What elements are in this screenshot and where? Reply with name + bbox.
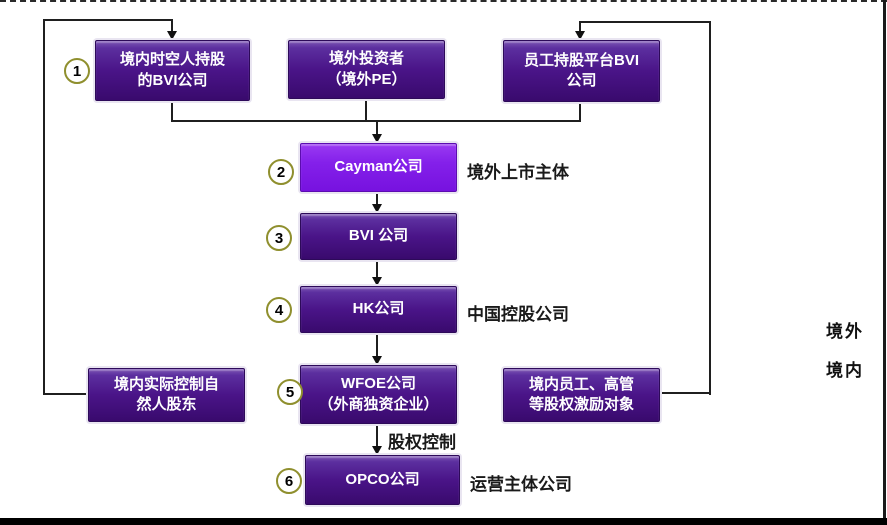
node-cayman: Cayman公司 bbox=[300, 143, 457, 192]
step-circle-5: 5 bbox=[277, 379, 303, 405]
slide-bottom-bar bbox=[0, 518, 887, 525]
connector-wfoe-opco bbox=[376, 422, 378, 448]
step-circle-4: 4 bbox=[266, 297, 292, 323]
connector-hk-wfoe bbox=[376, 331, 378, 358]
arrowhead-into-opco bbox=[372, 446, 382, 455]
node-opco-label: OPCO公司 bbox=[345, 470, 420, 488]
step-circle-3: 3 bbox=[266, 225, 292, 251]
offshore-region-label: 境外 bbox=[826, 322, 864, 341]
node-bvi-label: BVI 公司 bbox=[348, 227, 409, 245]
node-wfoe: WFOE公司 （外商独资企业） bbox=[300, 365, 457, 424]
arrowhead-into-esop-bvi bbox=[575, 31, 585, 40]
node-cayman-label: Cayman公司 bbox=[334, 158, 423, 176]
opco-annotation: 运营主体公司 bbox=[470, 475, 572, 494]
hk-annotation: 中国控股公司 bbox=[467, 305, 569, 324]
node-bvi: BVI 公司 bbox=[300, 213, 457, 260]
connector-bus-to-cayman bbox=[376, 120, 378, 136]
connector-bvi-hk bbox=[376, 258, 378, 279]
step-circle-1: 1 bbox=[64, 58, 90, 84]
node-esop-bvi-label: 员工持股平台BVI 公司 bbox=[523, 51, 639, 89]
connector-left-loop-drop bbox=[171, 19, 173, 35]
node-opco: OPCO公司 bbox=[305, 455, 460, 505]
connector-box1-to-bus bbox=[171, 99, 173, 122]
node-hk-label: HK公司 bbox=[352, 300, 405, 318]
connector-left-loop-vertical bbox=[43, 19, 45, 395]
connector-right-loop-top bbox=[580, 21, 711, 23]
arrowhead-into-wfoe bbox=[372, 356, 382, 365]
node-wfoe-label: WFOE公司 （外商独资企业） bbox=[318, 375, 439, 413]
step-circle-2: 2 bbox=[268, 159, 294, 185]
onshore-region-label: 境内 bbox=[826, 361, 864, 380]
node-domestic-controller: 境内实际控制自 然人股东 bbox=[88, 368, 245, 422]
node-offshore-investors-label: 境外投资者 （境外PE） bbox=[326, 50, 407, 88]
node-domestic-bvi-holdco-label: 境内时空人持股 的BVI公司 bbox=[119, 51, 225, 89]
equity-control-label: 股权控制 bbox=[388, 433, 456, 452]
connector-right-loop-bottom bbox=[658, 392, 711, 394]
connector-right-loop-drop bbox=[579, 21, 581, 35]
connector-right-loop-vertical bbox=[709, 21, 711, 395]
node-domestic-employees-label: 境内员工、高管 等股权激励对象 bbox=[528, 375, 634, 413]
connector-box3-to-bus bbox=[579, 100, 581, 122]
node-esop-bvi: 员工持股平台BVI 公司 bbox=[503, 40, 660, 102]
node-offshore-investors: 境外投资者 （境外PE） bbox=[288, 40, 445, 99]
connector-left-loop-top bbox=[43, 19, 173, 21]
arrowhead-into-hk bbox=[372, 277, 382, 286]
node-domestic-bvi-holdco: 境内时空人持股 的BVI公司 bbox=[95, 40, 250, 101]
node-domestic-employees: 境内员工、高管 等股权激励对象 bbox=[503, 368, 660, 422]
connector-box2-to-bus bbox=[365, 97, 367, 122]
arrowhead-into-cayman bbox=[372, 134, 382, 143]
offshore-onshore-divider bbox=[0, 0, 887, 2]
step-circle-6: 6 bbox=[276, 468, 302, 494]
arrowhead-into-domestic-bvi bbox=[167, 31, 177, 40]
cayman-annotation: 境外上市主体 bbox=[467, 163, 569, 182]
connector-left-loop-bottom bbox=[43, 393, 90, 395]
node-domestic-controller-label: 境内实际控制自 然人股东 bbox=[113, 375, 219, 413]
arrowhead-into-bvi bbox=[372, 204, 382, 213]
connector-cayman-bvi bbox=[376, 190, 378, 207]
slide-right-border bbox=[883, 0, 886, 519]
node-hk: HK公司 bbox=[300, 286, 457, 333]
